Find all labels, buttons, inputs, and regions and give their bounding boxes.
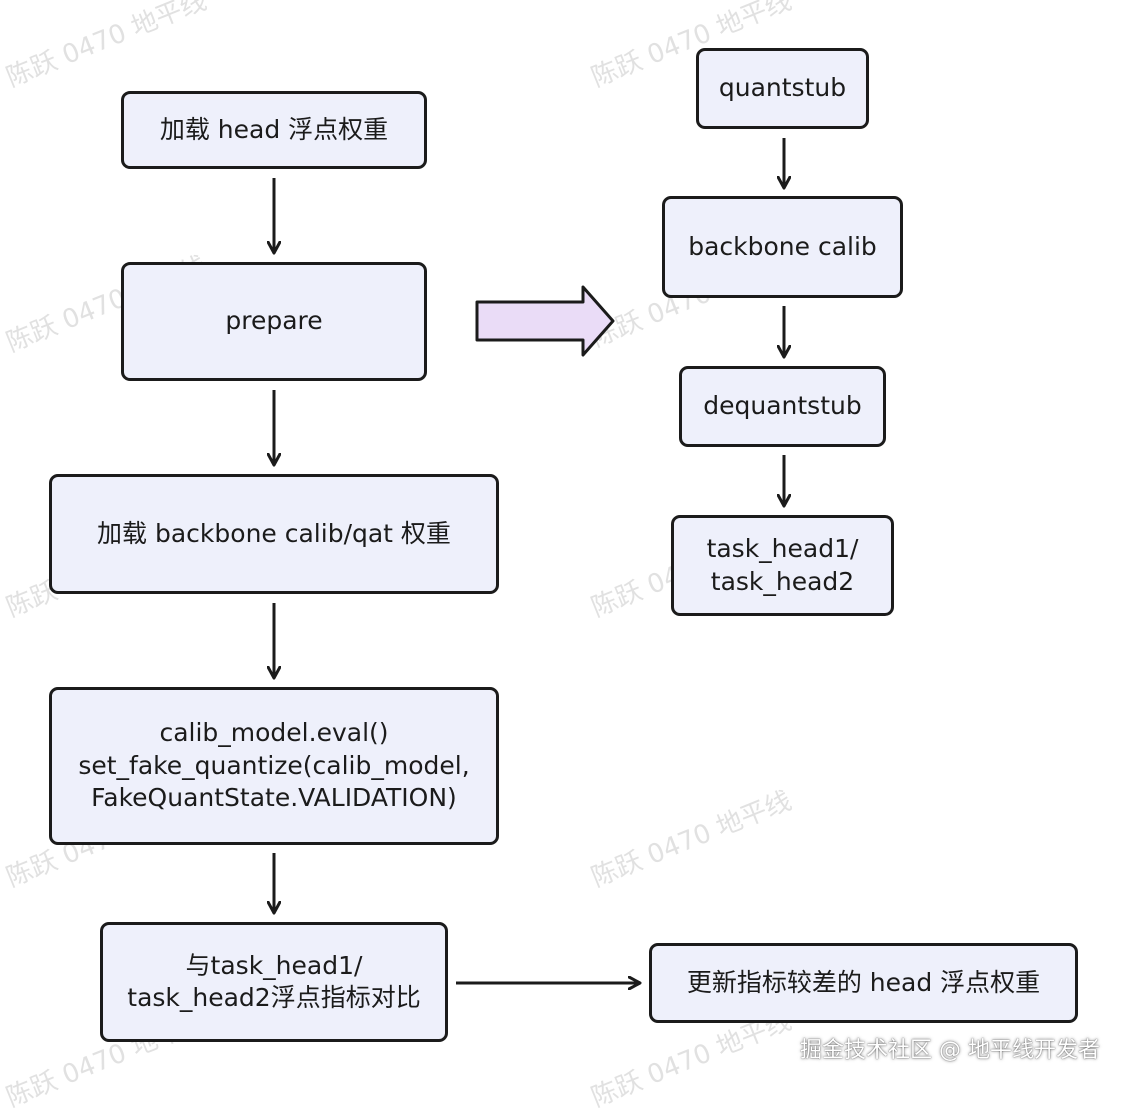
node-dequantstub: dequantstub [679,366,886,447]
node-task-heads: task_head1/ task_head2 [671,515,894,616]
node-calib-eval: calib_model.eval() set_fake_quantize(cal… [49,687,499,845]
node-load-backbone-weights: 加载 backbone calib/qat 权重 [49,474,499,594]
big-block-arrow [475,285,615,357]
node-quantstub: quantstub [696,48,869,129]
node-update-head-weights: 更新指标较差的 head 浮点权重 [649,943,1078,1023]
node-prepare: prepare [121,262,427,381]
footer-credit: 掘金技术社区 @ 地平线开发者 [800,1038,1100,1063]
node-load-head-weights: 加载 head 浮点权重 [121,91,427,169]
node-backbone-calib: backbone calib [662,196,903,298]
node-compare-metrics: 与task_head1/ task_head2浮点指标对比 [100,922,448,1042]
